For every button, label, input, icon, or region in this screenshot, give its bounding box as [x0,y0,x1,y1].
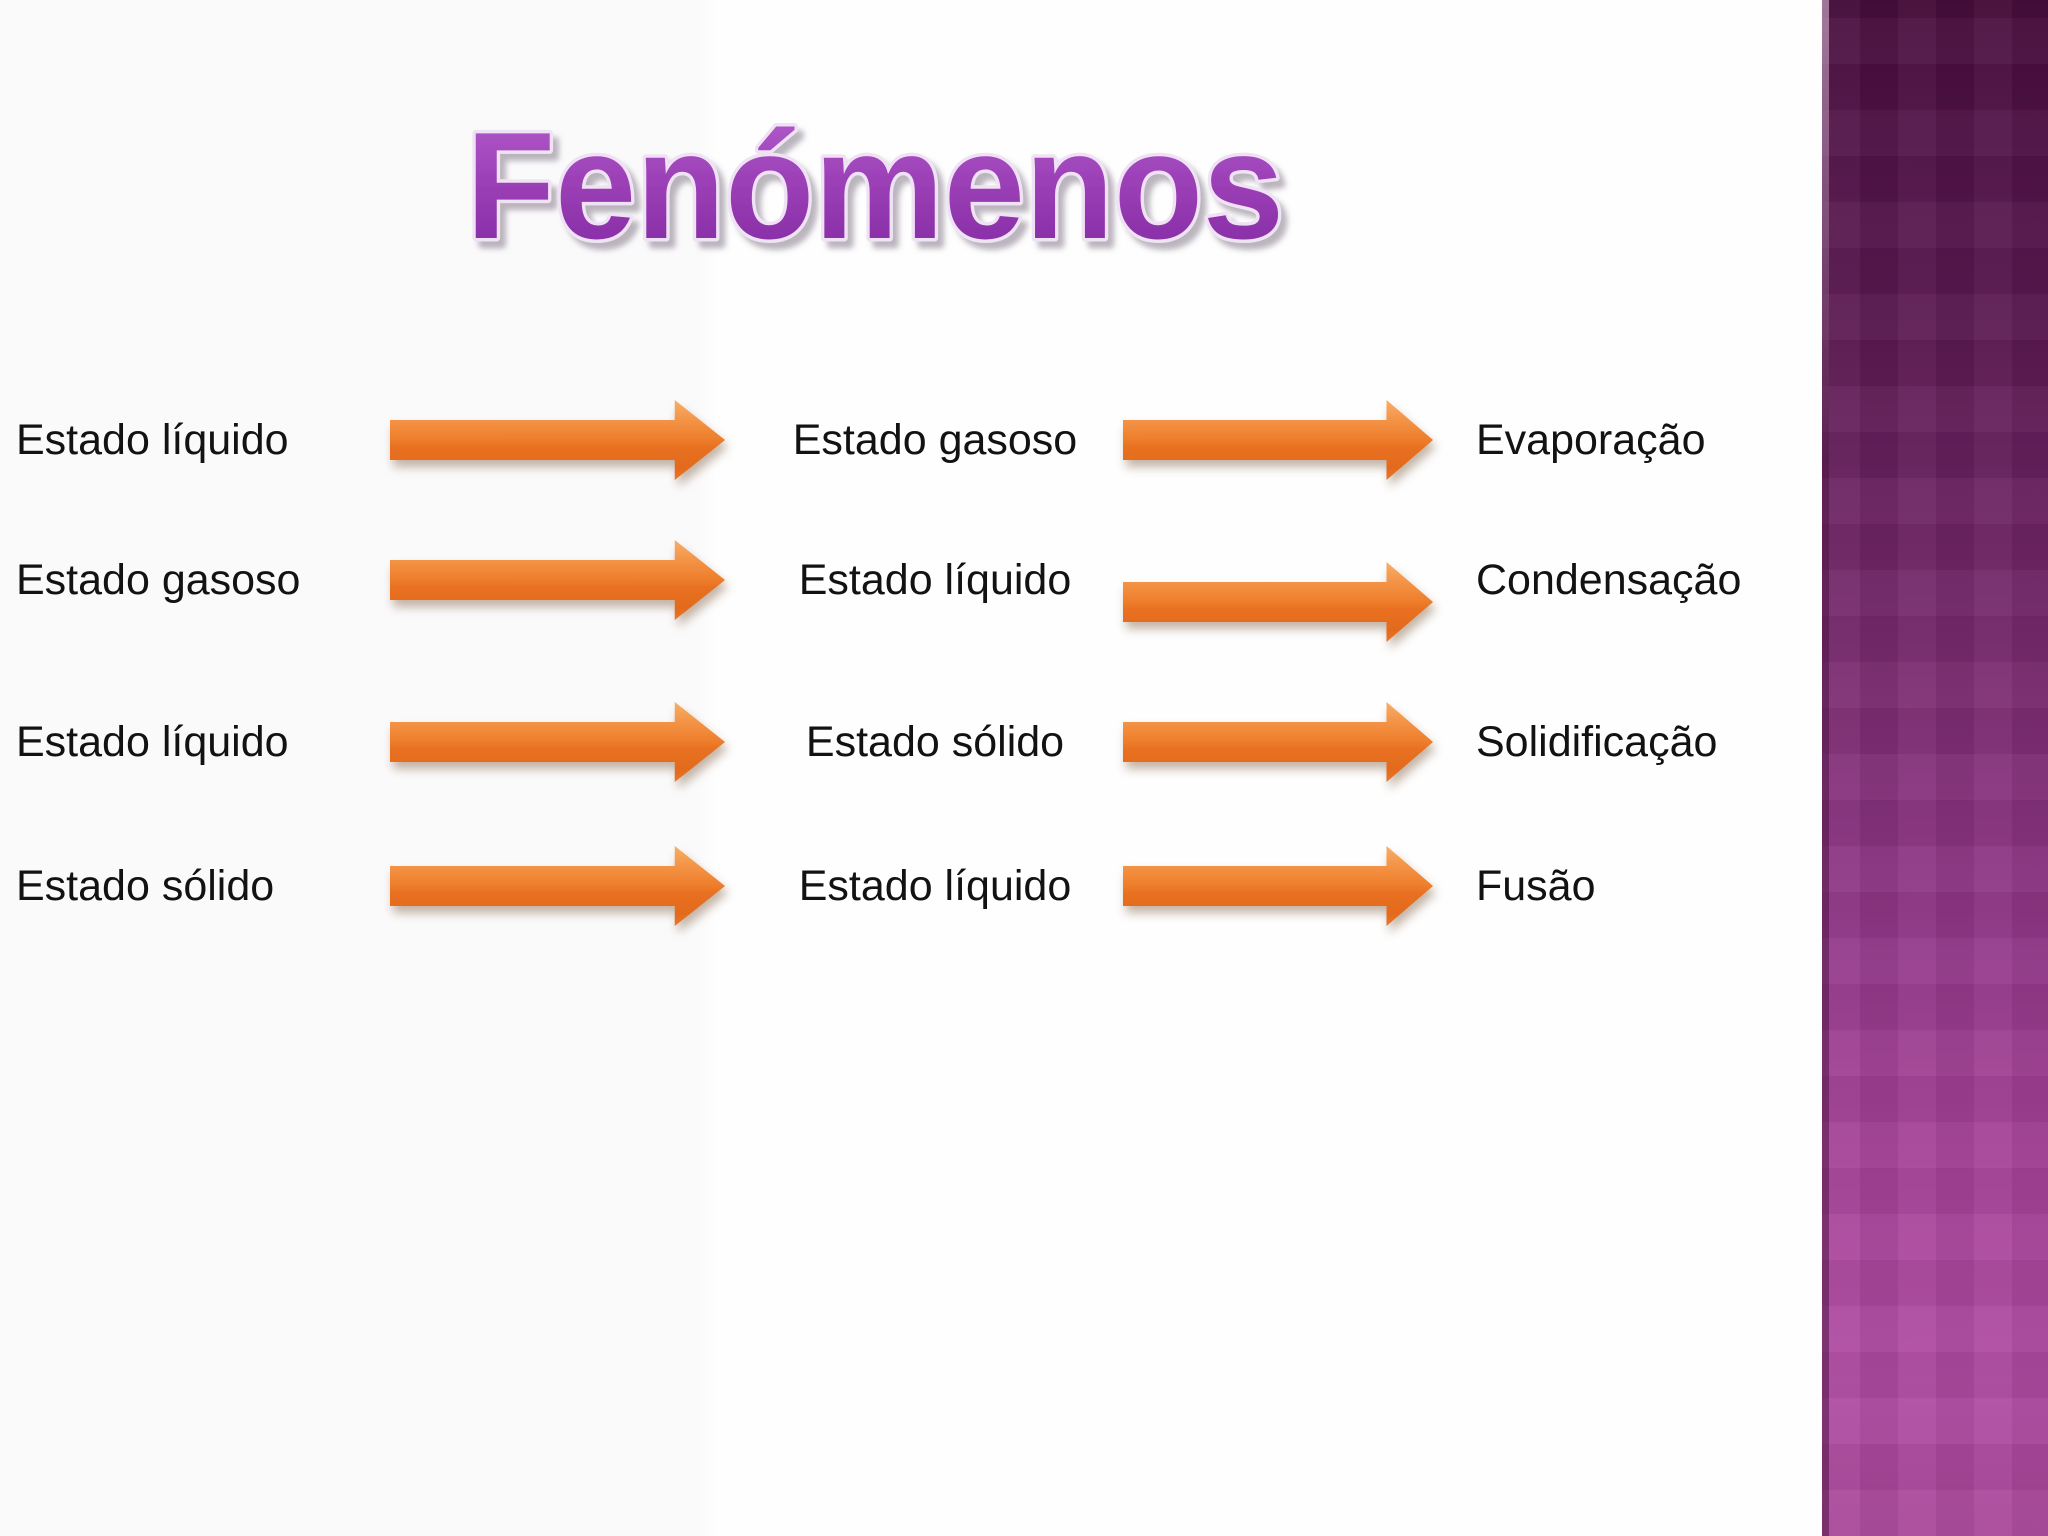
right-arrow-icon [390,400,725,480]
state-from-label: Estado líquido [16,718,289,766]
right-arrow-shape [1123,702,1433,782]
state-from-label: Estado gasoso [16,556,301,604]
state-to-label: Estado líquido [798,862,1072,910]
right-arrow-icon [1123,562,1433,642]
state-to-label: Estado líquido [798,556,1072,604]
phenomenon-label: Condensação [1476,556,1742,604]
sidebar-gradient-band [1822,0,2048,1536]
right-arrow-icon [1123,702,1433,782]
right-arrow-shape [1123,562,1433,642]
slide-title-graphic: Fenómenos [463,98,1288,275]
right-arrow-icon [390,540,725,620]
right-arrow-icon [1123,846,1433,926]
right-arrow-icon [390,702,725,782]
state-from-label: Estado sólido [16,862,275,910]
right-arrow-shape [390,846,725,926]
right-arrow-shape [390,702,725,782]
page-title: Fenómenos [466,101,1284,271]
state-to-label: Estado sólido [805,718,1065,766]
right-arrow-shape [390,400,725,480]
right-arrow-shape [1123,400,1433,480]
right-arrow-icon [1123,400,1433,480]
phenomenon-label: Solidificação [1476,718,1718,766]
state-from-label: Estado líquido [16,416,289,464]
sidebar-band-edge [1822,0,1829,1536]
right-arrow-shape [1123,846,1433,926]
right-arrow-shape [390,540,725,620]
phenomenon-label: Fusão [1476,862,1596,910]
state-to-label: Estado gasoso [792,416,1078,464]
right-arrow-icon [390,846,725,926]
phenomenon-label: Evaporação [1476,416,1706,464]
